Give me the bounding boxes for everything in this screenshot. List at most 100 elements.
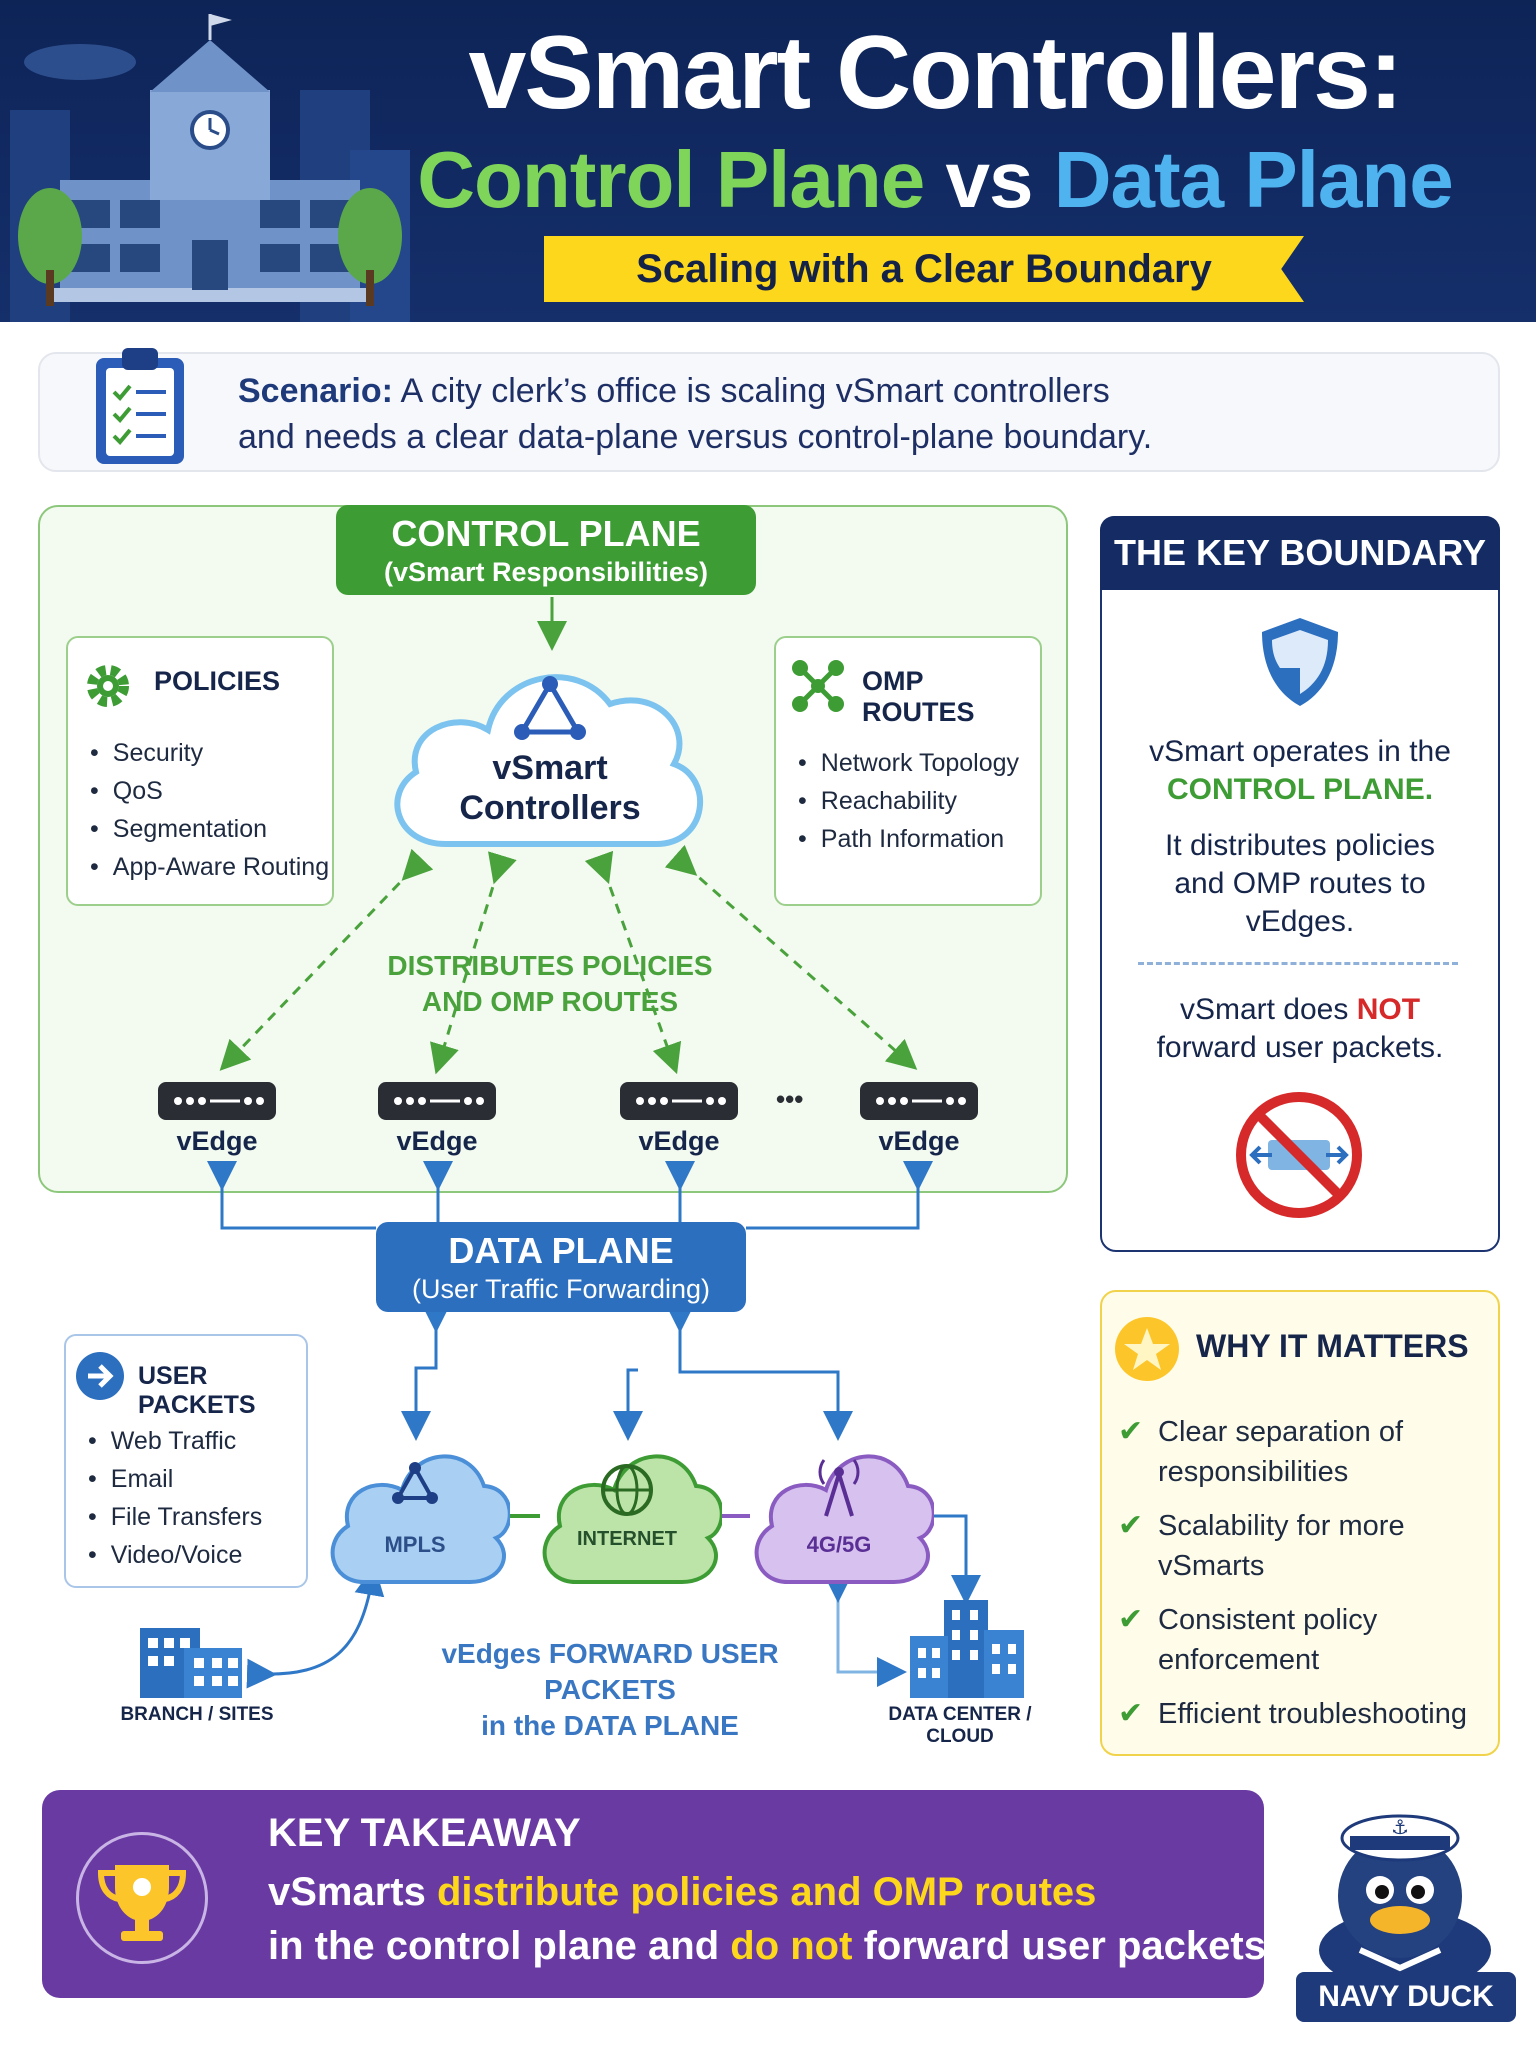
- arrow-right-circle-icon: [76, 1352, 124, 1400]
- building-icon: [910, 1600, 1024, 1698]
- why-item-line: Clear separation of: [1158, 1416, 1404, 1448]
- kb-line1: vSmart operates in the: [1149, 735, 1451, 768]
- why-it-matters-title: WHY IT MATTERS: [1196, 1328, 1469, 1364]
- vsmart-label-line2: Controllers: [459, 789, 641, 827]
- trophy-badge: [76, 1832, 208, 1964]
- policies-list: Security QoS Segmentation App-Aware Rout…: [90, 734, 329, 886]
- kb-line3: It distributes policies: [1164, 829, 1436, 862]
- key-takeaway-title: KEY TAKEAWAY: [268, 1811, 581, 1855]
- kb-line2: CONTROL PLANE.: [1166, 773, 1434, 806]
- vedge-label: vEdge: [176, 1126, 258, 1156]
- banner: Scaling with a Clear Boundary: [544, 236, 1304, 302]
- list-item: Web Traffic: [88, 1422, 262, 1460]
- kt-l1-b: distribute policies and OMP routes: [437, 1870, 1097, 1914]
- data-plane-footer-line2: in the DATA PLANE: [481, 1710, 739, 1741]
- cellular-cloud: [754, 1454, 934, 1584]
- vedge-label: vEdge: [878, 1126, 960, 1156]
- key-takeaway-panel: [42, 1790, 1264, 1998]
- vsmart-cloud: [394, 674, 703, 847]
- more-vedges-ellipsis: •••: [776, 1084, 804, 1114]
- check-icon: ✔: [1118, 1697, 1144, 1730]
- scenario-line1: A city clerk’s office is scaling vSmart …: [400, 372, 1110, 410]
- check-icon: ✔: [1118, 1603, 1144, 1636]
- omp-routes-card: OMP ROUTES Network Topology Reachability…: [774, 636, 1042, 906]
- list-item: Video/Voice: [88, 1536, 262, 1574]
- router-icon: [378, 1082, 496, 1120]
- shield-icon: [1262, 618, 1338, 706]
- data-plane-footer-line1: vEdges FORWARD USER PACKETS: [441, 1638, 779, 1705]
- building-icon: [140, 1628, 242, 1698]
- kt-l1-a: vSmarts: [268, 1870, 426, 1914]
- network-nodes-icon: [792, 660, 844, 712]
- mpls-cloud: [330, 1454, 510, 1584]
- vedge-label: vEdge: [638, 1126, 720, 1156]
- omp-routes-title: OMP ROUTES: [862, 666, 975, 727]
- list-item: File Transfers: [88, 1498, 262, 1536]
- internet-cloud: [542, 1454, 722, 1584]
- gear-icon: [87, 665, 129, 707]
- mascot-label: NAVY DUCK: [1296, 1972, 1516, 2022]
- branch-sites-label: BRANCH / SITES: [120, 1704, 274, 1725]
- omp-routes-list: Network Topology Reachability Path Infor…: [798, 744, 1019, 858]
- duck-mascot-icon: ⚓: [1319, 1814, 1491, 1980]
- list-item: Path Information: [798, 820, 1019, 858]
- why-it-matters-panel: [1100, 1290, 1500, 1756]
- check-icon: ✔: [1118, 1509, 1144, 1542]
- vsmart-label-line1: vSmart: [492, 749, 608, 787]
- key-boundary-title: THE KEY BOUNDARY: [1100, 516, 1500, 590]
- kb-line5: vEdges.: [1245, 905, 1355, 938]
- kt-l2-a: in the control plane and: [268, 1924, 720, 1968]
- header: [0, 0, 1536, 322]
- svg-text:⚓: ⚓: [1391, 1815, 1409, 1839]
- why-item-line: enforcement: [1158, 1644, 1320, 1676]
- kb-line6-a: vSmart does: [1179, 993, 1349, 1026]
- title-data-plane: Data Plane: [1053, 135, 1454, 224]
- city-hall-icon: [10, 14, 410, 322]
- kb-line7: forward user packets.: [1156, 1031, 1444, 1064]
- vedge-label: vEdge: [396, 1126, 478, 1156]
- trophy-icon: [97, 1865, 187, 1941]
- why-item-line: Efficient troubleshooting: [1158, 1698, 1468, 1730]
- control-plane-header: CONTROL PLANE (vSmart Responsibilities): [336, 505, 756, 595]
- why-item-line: Scalability for more: [1158, 1510, 1405, 1542]
- check-icon: ✔: [1118, 1415, 1144, 1448]
- why-item: ✔ Scalability for more vSmarts: [1118, 1506, 1498, 1586]
- data-plane-footer: vEdges FORWARD USER PACKETS in the DATA …: [390, 1636, 830, 1744]
- data-plane-subtitle: (User Traffic Forwarding): [411, 1274, 711, 1304]
- key-takeaway-line2: in the control plane and do not forward …: [268, 1918, 1277, 1974]
- divider: [1138, 962, 1458, 965]
- why-item-line: responsibilities: [1158, 1456, 1349, 1488]
- vsmart-controllers-label: vSmart Controllers: [430, 748, 670, 828]
- main-title: vSmart Controllers:: [468, 15, 1404, 131]
- data-plane-header: DATA PLANE (User Traffic Forwarding): [376, 1222, 746, 1312]
- user-packets-card: USER PACKETS Web Traffic Email File Tran…: [64, 1334, 308, 1588]
- router-icon: [158, 1082, 276, 1120]
- scenario-text: Scenario: A city clerk’s office is scali…: [238, 368, 1418, 460]
- scenario-box: [38, 352, 1500, 472]
- why-item: ✔ Clear separation of responsibilities: [1118, 1412, 1498, 1492]
- key-takeaway-line1: vSmarts distribute policies and OMP rout…: [268, 1864, 1096, 1920]
- no-forward-icon: [1236, 1092, 1362, 1218]
- kt-l2-c: forward user packets.: [863, 1924, 1278, 1968]
- title-control-plane: Control Plane: [417, 135, 925, 224]
- list-item: Email: [88, 1460, 262, 1498]
- triangle-network-icon: [514, 676, 586, 740]
- cell-tower-icon: [824, 1473, 841, 1517]
- mpls-label: MPLS: [384, 1532, 446, 1557]
- router-icon: [860, 1082, 978, 1120]
- list-item: Network Topology: [798, 744, 1019, 782]
- distributes-line2: AND OMP ROUTES: [421, 986, 679, 1017]
- list-item: App-Aware Routing: [90, 848, 329, 886]
- control-plane-subtitle: (vSmart Responsibilities): [383, 557, 709, 587]
- title-vs: vs: [945, 135, 1034, 224]
- why-item: ✔ Consistent policy enforcement: [1118, 1600, 1498, 1680]
- user-packets-title: USER PACKETS: [138, 1362, 256, 1419]
- cellular-label: 4G/5G: [806, 1532, 872, 1557]
- data-plane-title: DATA PLANE: [448, 1230, 674, 1271]
- list-item: Reachability: [798, 782, 1019, 820]
- kt-l2-b: do not: [730, 1924, 853, 1968]
- control-plane-title: CONTROL PLANE: [391, 513, 701, 554]
- why-item-line: Consistent policy: [1158, 1604, 1378, 1636]
- kb-line4: and OMP routes to: [1174, 867, 1426, 900]
- datacenter-label: DATA CENTER / CLOUD: [888, 1704, 1032, 1747]
